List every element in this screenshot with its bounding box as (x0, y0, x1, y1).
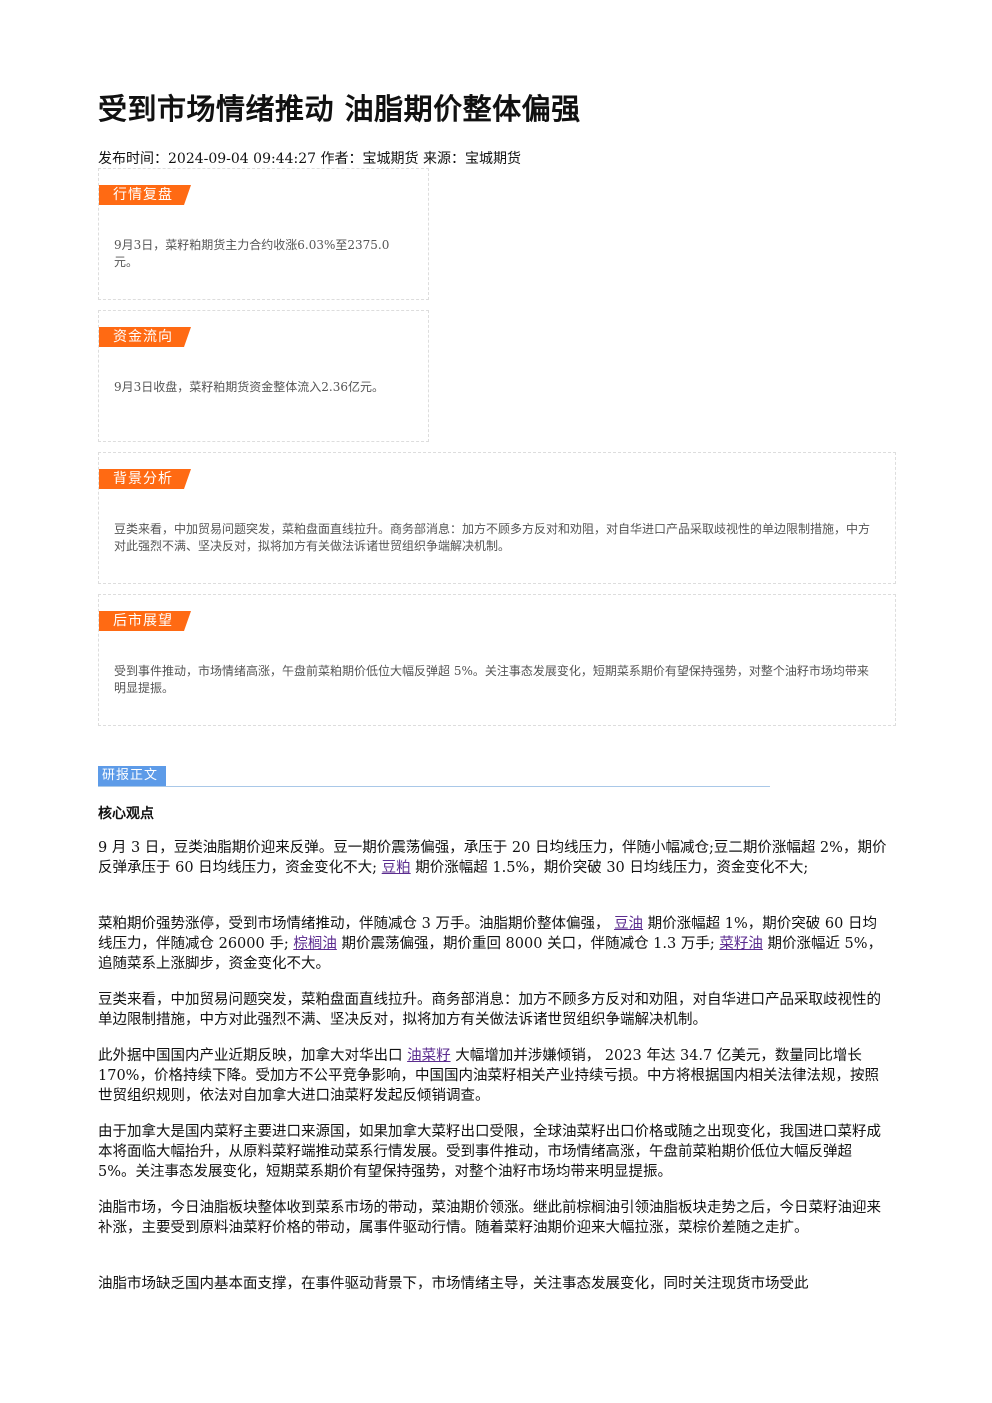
palm-oil-link[interactable]: 棕榈油 (293, 936, 337, 952)
paragraph-4: 此外据中国国内产业近期反映，加拿大对华出口 油菜籽 大幅增加并涉嫌倾销， 202… (98, 1048, 879, 1104)
background-analysis-box: 背景分析 豆类来看，中加贸易问题突发，菜粕盘面直线拉升。商务部消息：加方不顾多方… (98, 452, 896, 584)
report-body-tag: 研报正文 (98, 766, 167, 786)
core-view-heading: 核心观点 (98, 806, 154, 822)
article-meta: 发布时间：2024-09-04 09:44:27 作者：宝城期货 来源：宝城期货 (98, 151, 521, 167)
rapeseed-oil-link[interactable]: 菜籽油 (719, 936, 763, 952)
outlook-box: 后市展望 受到事件推动，市场情绪高涨，午盘前菜粕期价低位大幅反弹超 5%。关注事… (98, 594, 896, 726)
paragraph-7: 油脂市场缺乏国内基本面支撑，在事件驱动背景下，市场情绪主导，关注事态发展变化，同… (98, 1276, 809, 1292)
outlook-tag: 后市展望 (99, 611, 191, 631)
paragraph-3: 豆类来看，中加贸易问题突发，菜粕盘面直线拉升。商务部消息：加方不顾多方反对和劝阻… (98, 992, 881, 1028)
market-review-box: 行情复盘 9月3日，菜籽粕期货主力合约收涨6.03%至2375.0元。 (98, 168, 429, 300)
fund-flow-text: 9月3日收盘，菜籽粕期货资金整体流入2.36亿元。 (114, 380, 384, 394)
paragraph-5: 由于加拿大是国内菜籽主要进口来源国，如果加拿大菜籽出口受限，全球油菜籽出口价格或… (98, 1124, 881, 1180)
soybean-oil-link[interactable]: 豆油 (614, 916, 644, 932)
report-body-header: 研报正文 (98, 766, 770, 787)
rapeseed-link[interactable]: 油菜籽 (407, 1048, 451, 1064)
outlook-text: 受到事件推动，市场情绪高涨，午盘前菜粕期价低位大幅反弹超 5%。关注事态发展变化… (114, 664, 869, 695)
paragraph-2: 菜粕期价强势涨停，受到市场情绪推动，伴随减仓 3 万手。油脂期价整体偏强， 豆油… (98, 916, 883, 972)
article-title: 受到市场情绪推动 油脂期价整体偏强 (98, 92, 581, 126)
market-review-text: 9月3日，菜籽粕期货主力合约收涨6.03%至2375.0元。 (114, 238, 390, 269)
fund-flow-box: 资金流向 9月3日收盘，菜籽粕期货资金整体流入2.36亿元。 (98, 310, 429, 442)
soybean-meal-link[interactable]: 豆粕 (381, 860, 411, 876)
background-analysis-text: 豆类来看，中加贸易问题突发，菜粕盘面直线拉升。商务部消息：加方不顾多方反对和劝阻… (114, 522, 871, 553)
fund-flow-tag: 资金流向 (99, 327, 191, 347)
paragraph-1: 9 月 3 日，豆类油脂期价迎来反弹。豆一期价震荡偏强，承压于 20 日均线压力… (98, 840, 887, 876)
market-review-tag: 行情复盘 (99, 185, 191, 205)
background-analysis-tag: 背景分析 (99, 469, 191, 489)
paragraph-6: 油脂市场，今日油脂板块整体收到菜系市场的带动，菜油期价领涨。继此前棕榈油引领油脂… (98, 1200, 881, 1236)
